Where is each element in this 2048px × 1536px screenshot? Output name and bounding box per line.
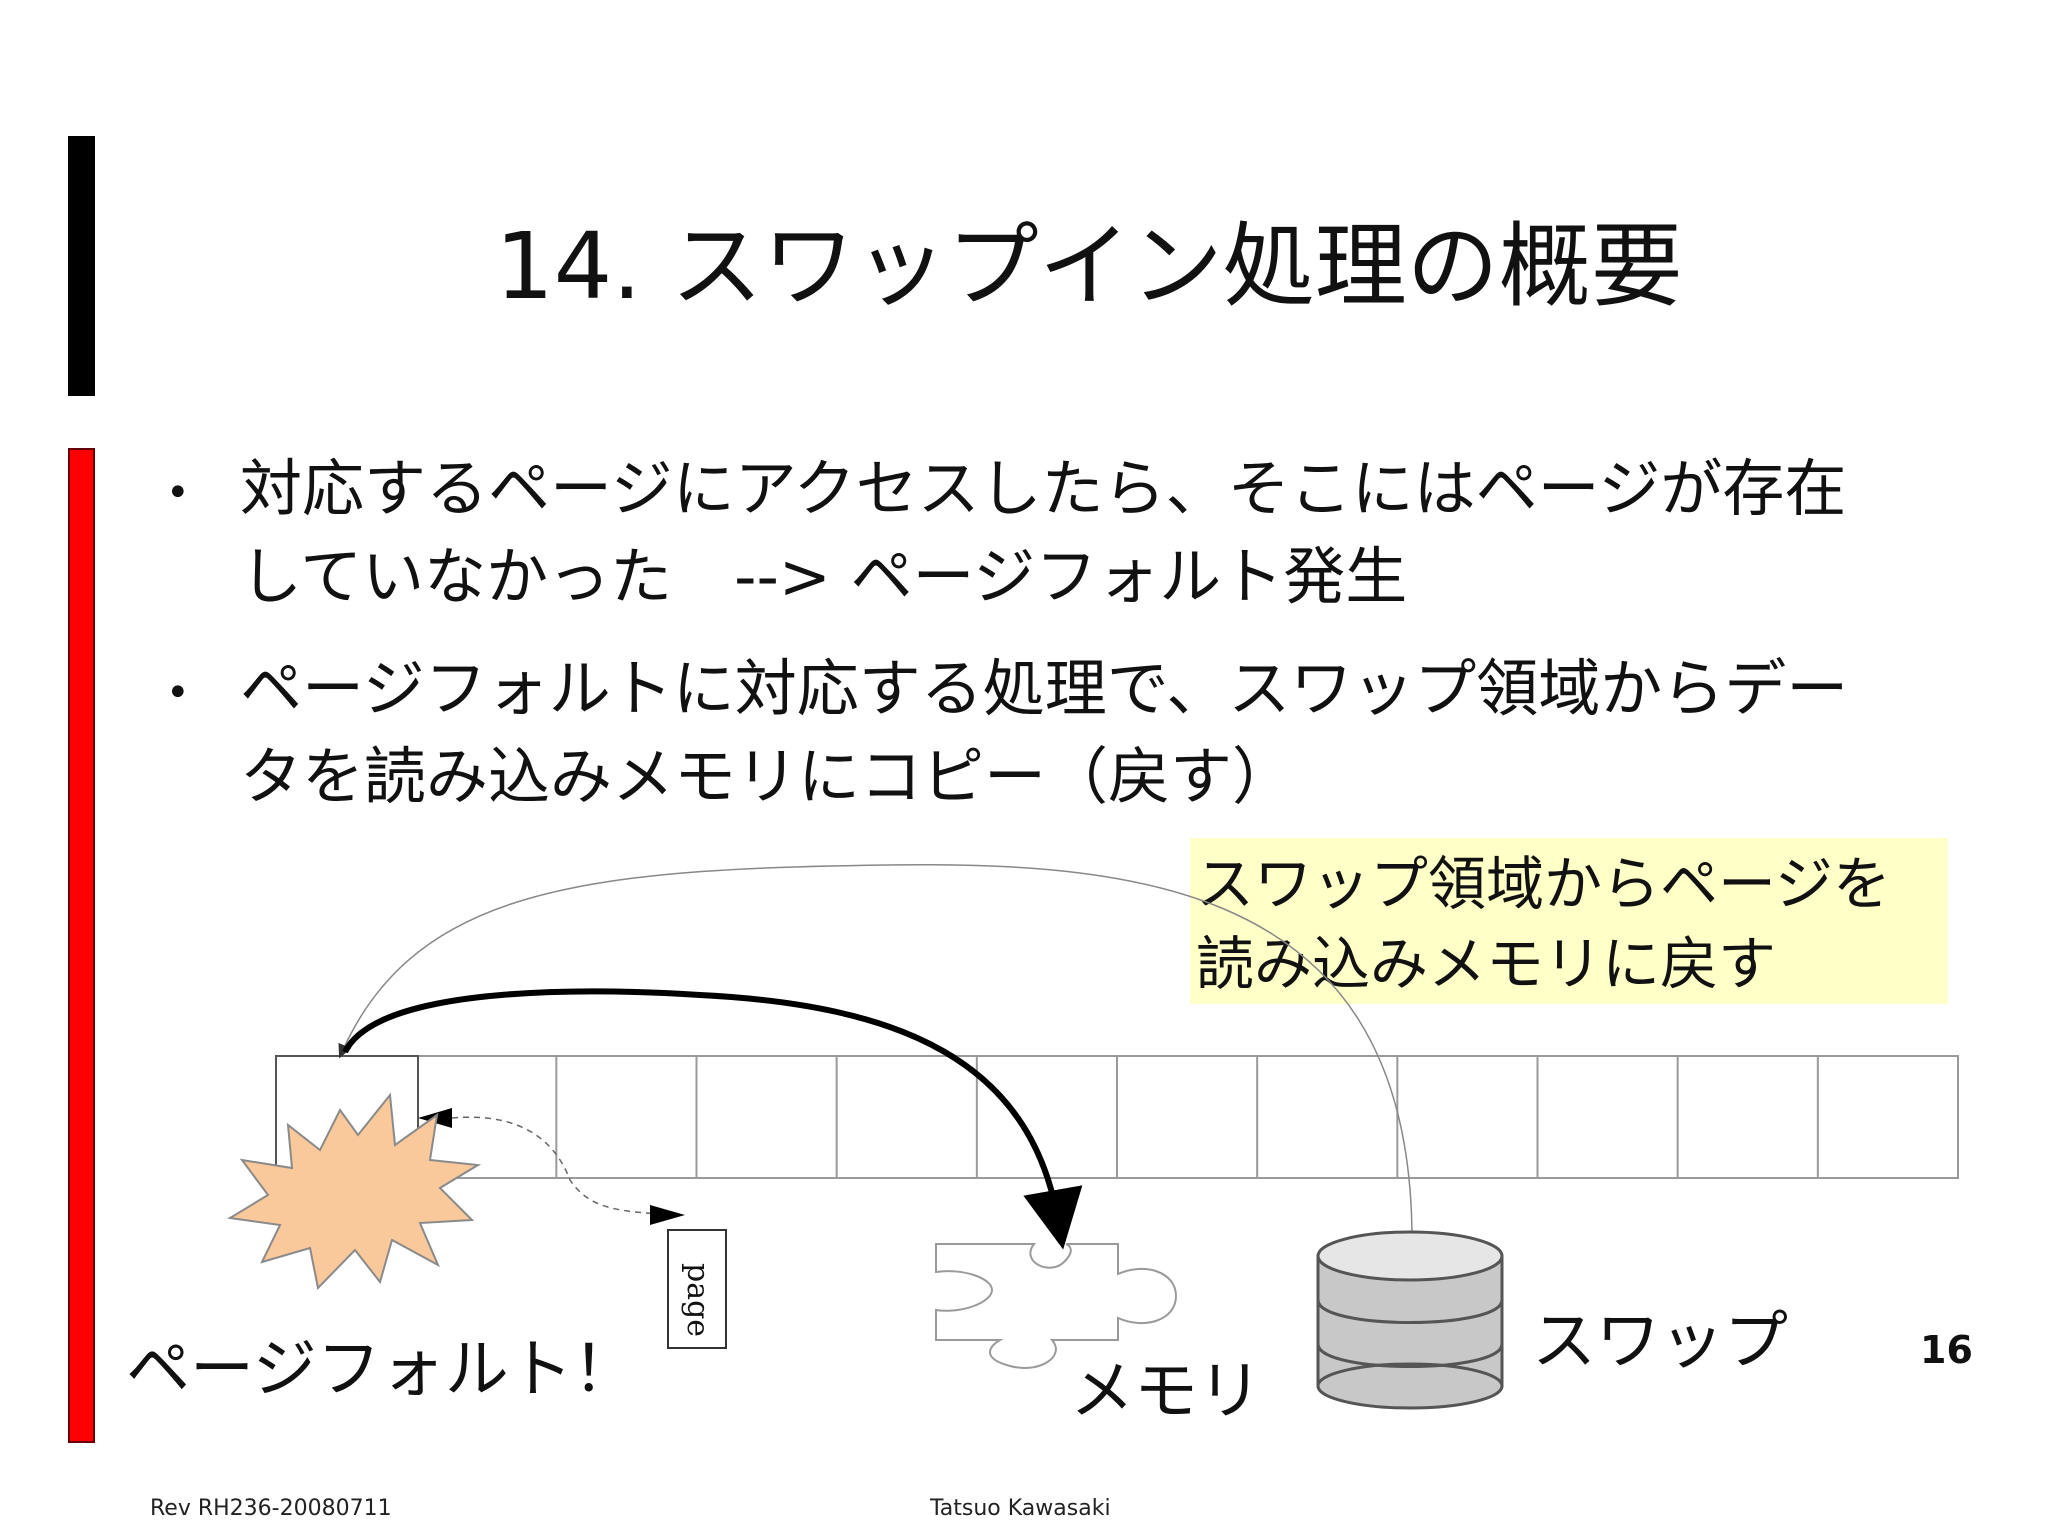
content-accent-bar [68, 448, 95, 1443]
bullet-2-line-2: タを読み込みメモリにコピー（戻す） [240, 740, 1295, 813]
memory-label: メモリ [1070, 1355, 1262, 1429]
page-card-icon [667, 1229, 727, 1349]
swap-label: スワップ [1532, 1305, 1788, 1379]
slot-to-memory-arrow [342, 988, 1083, 1250]
explosion-icon [227, 1092, 482, 1291]
callout-line-1: スワップ領域からページを [1196, 850, 1891, 918]
database-icon [1316, 1230, 1504, 1410]
puzzle-piece-icon [935, 1243, 1178, 1369]
footer-revision: Rev RH236-20080711 [150, 1496, 392, 1521]
page-card-label: page [680, 1263, 715, 1338]
callout-box [1190, 838, 1948, 1004]
swap-to-slot-arrow [338, 864, 1413, 1241]
slide-number: 16 [1920, 1328, 1973, 1372]
title-accent-bar [68, 136, 95, 396]
page-transfer-arrow [451, 1116, 681, 1216]
bullet-2-line-1: ページフォルトに対応する処理で、スワップ領域からデー [240, 652, 1849, 725]
page-fault-label: ページフォルト！ [126, 1333, 637, 1407]
callout-line-2: 読み込みメモリに戻す [1196, 930, 1777, 998]
bullet-marker: • [166, 470, 190, 516]
bullet-marker: • [166, 670, 190, 716]
callout-text: スワップ領域からページを 読み込みメモリに戻す [1196, 844, 1891, 1004]
memory-slot-strip [275, 1055, 1959, 1179]
bullet-1-line-1: 対応するページにアクセスしたら、そこにはページが存在 [240, 452, 1847, 525]
bullet-1-line-2: していなかった --> ページフォルト発生 [240, 540, 1408, 613]
slide-title: 14. スワップイン処理の概要 [495, 213, 1683, 320]
arrow-head-right [650, 1205, 685, 1225]
footer-author: Tatsuo Kawasaki [930, 1496, 1111, 1521]
